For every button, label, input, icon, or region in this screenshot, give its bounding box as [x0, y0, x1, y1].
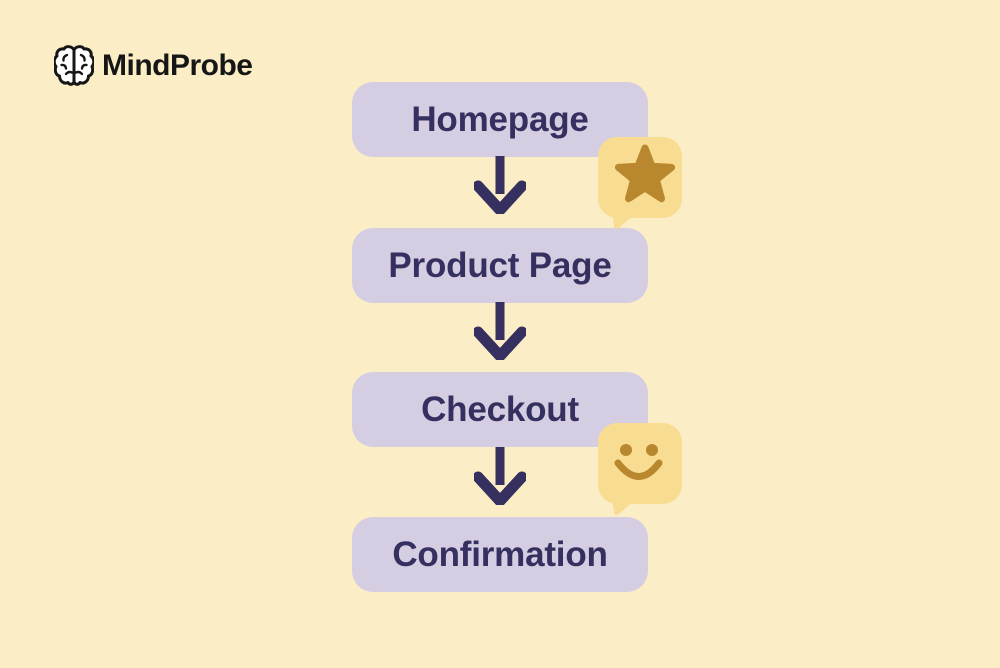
flow-step-label: Product Page: [388, 245, 612, 285]
flow-step-label: Homepage: [411, 99, 589, 139]
brand-name: MindProbe: [102, 49, 253, 82]
smiley-icon: [614, 444, 663, 480]
brand-logo: MindProbe: [54, 44, 253, 88]
smiley-speech-bubble: [597, 422, 683, 520]
flow-step-product-page: Product Page: [352, 228, 648, 303]
arrow-down-icon: [474, 447, 526, 505]
flow-step-confirmation: Confirmation: [352, 517, 648, 592]
arrow-down-icon: [474, 156, 526, 214]
arrow-down-icon: [474, 302, 526, 360]
flow-step-label: Checkout: [421, 389, 579, 429]
star-speech-bubble: [597, 136, 683, 234]
flow-step-homepage: Homepage: [352, 82, 648, 157]
flow-step-label: Confirmation: [392, 534, 608, 574]
flow-step-checkout: Checkout: [352, 372, 648, 447]
star-icon: [614, 144, 676, 203]
brain-icon: [54, 45, 94, 86]
